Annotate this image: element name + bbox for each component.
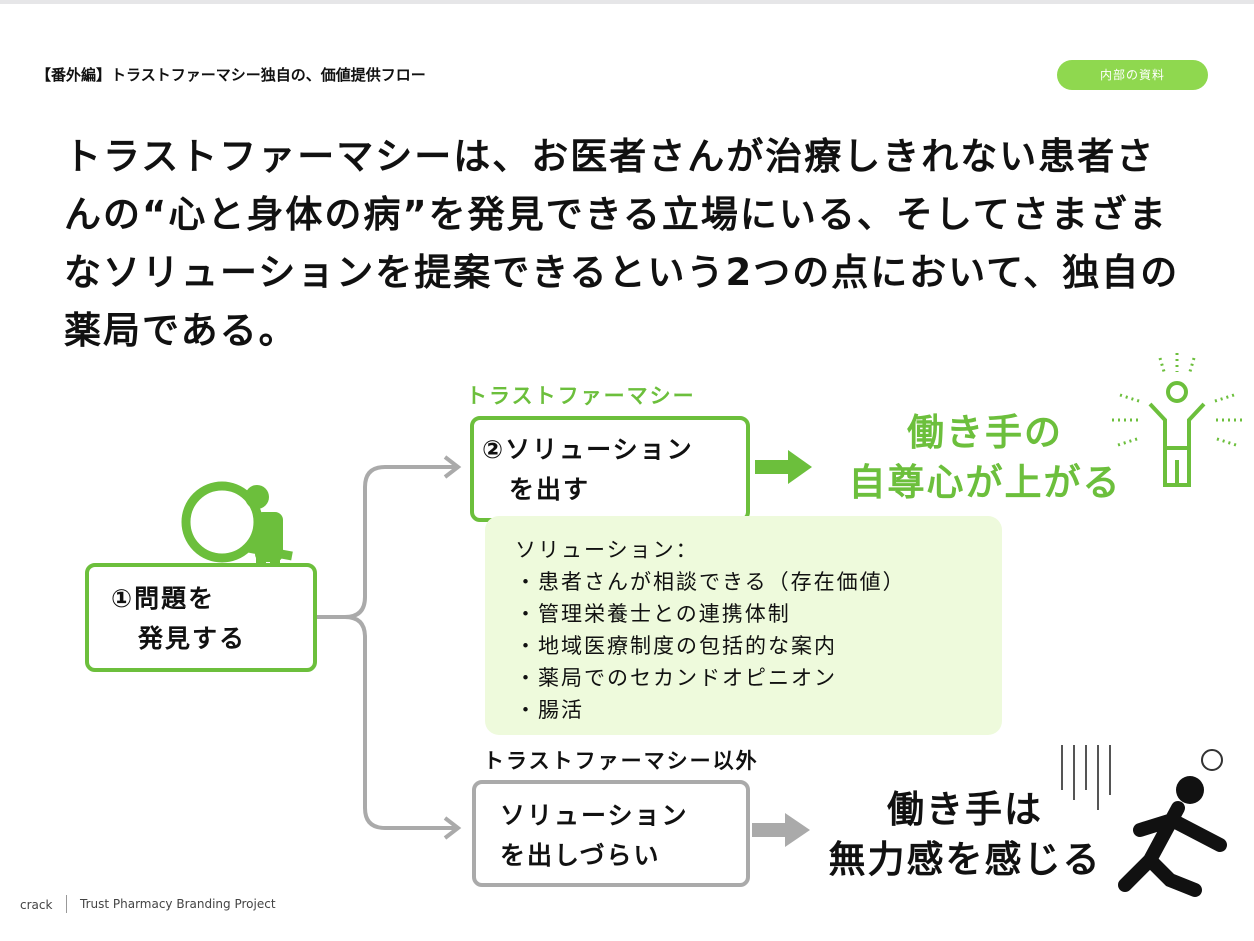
top-bar (0, 0, 1254, 4)
falling-person-icon (1061, 745, 1227, 897)
other-line: を出しづらい (500, 841, 661, 870)
footer-project: Trust Pharmacy Branding Project (80, 897, 276, 911)
solutions-panel: ソリューション： ・患者さんが相談できる（存在価値） ・管理栄養士との連携体制 … (485, 516, 1002, 735)
solution-item: ・管理栄養士との連携体制 (515, 602, 791, 626)
solution-item: ・患者さんが相談できる（存在価値） (515, 570, 906, 594)
step1-line: ①問題を (111, 584, 216, 613)
slide-header: 【番外編】トラストファーマシー独自の、価値提供フロー (36, 66, 426, 84)
solution-item: ・薬局でのセカンドオピニオン (515, 666, 837, 690)
step1-line: 発見する (111, 624, 247, 653)
step1-box: ①問題を 発見する (85, 563, 317, 672)
result-bad-line: 働き手は (887, 788, 1043, 831)
step2-box: ②ソリューション を出す (470, 416, 750, 522)
step2-line: を出す (482, 475, 591, 504)
other-label: トラストファーマシー以外 (483, 749, 759, 773)
step2-line: ②ソリューション (482, 435, 694, 464)
connector-lines (317, 455, 462, 840)
solutions-title: ソリューション： (515, 538, 699, 562)
other-box: ソリューション を出しづらい (472, 780, 750, 887)
gray-arrow-icon (752, 813, 810, 847)
trust-pharmacy-label: トラストファーマシー (466, 384, 696, 408)
solution-item: ・地域医療制度の包括的な案内 (515, 634, 837, 658)
footer-brand: crack (20, 898, 53, 912)
green-arrow-icon (755, 450, 812, 484)
result-good-line: 自尊心が上がる (848, 461, 1122, 504)
result-bad-line: 無力感を感じる (828, 838, 1102, 881)
internal-badge: 内部の資料 (1057, 60, 1208, 90)
happy-person-icon (1112, 353, 1242, 487)
result-bad: 働き手は 無力感を感じる (815, 785, 1115, 885)
lead-text: トラストファーマシーは、お医者さんが治療しきれない患者さんの“心と身体の病”を発… (64, 135, 1180, 352)
magnifier-person-icon (181, 481, 293, 600)
result-good-line: 働き手の (907, 411, 1063, 454)
result-good: 働き手の 自尊心が上がる (820, 408, 1150, 508)
other-line: ソリューション (500, 801, 689, 830)
solution-item: ・腸活 (515, 698, 584, 722)
footer-divider (66, 895, 67, 913)
